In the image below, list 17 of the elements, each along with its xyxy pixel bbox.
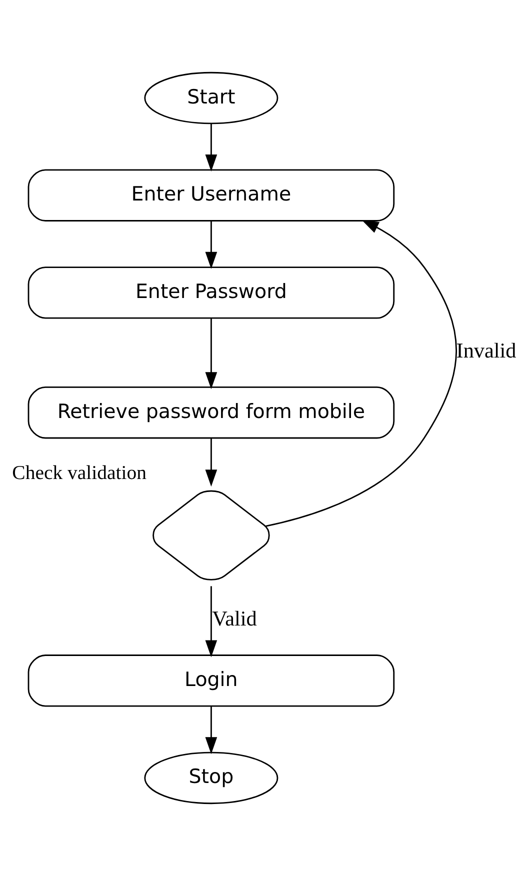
arrow — [205, 124, 218, 172]
node-box: Retrieve password form mobile — [28, 386, 395, 439]
edge-label: Valid — [212, 606, 257, 631]
arrow — [205, 318, 218, 390]
node-box: Login — [28, 654, 395, 707]
node-label: Check validation — [12, 462, 146, 484]
node-ellipse: Stop — [144, 752, 278, 804]
arrow — [205, 706, 218, 754]
arrow — [265, 220, 457, 527]
node-box: Enter Username — [28, 169, 395, 222]
edge-label: Invalid — [456, 338, 516, 363]
node-box: Enter Password — [28, 266, 395, 319]
arrow — [205, 438, 218, 487]
node-ellipse: Start — [144, 72, 278, 124]
node-diamond — [152, 490, 270, 580]
arrow — [205, 586, 218, 658]
arrow — [205, 221, 218, 269]
